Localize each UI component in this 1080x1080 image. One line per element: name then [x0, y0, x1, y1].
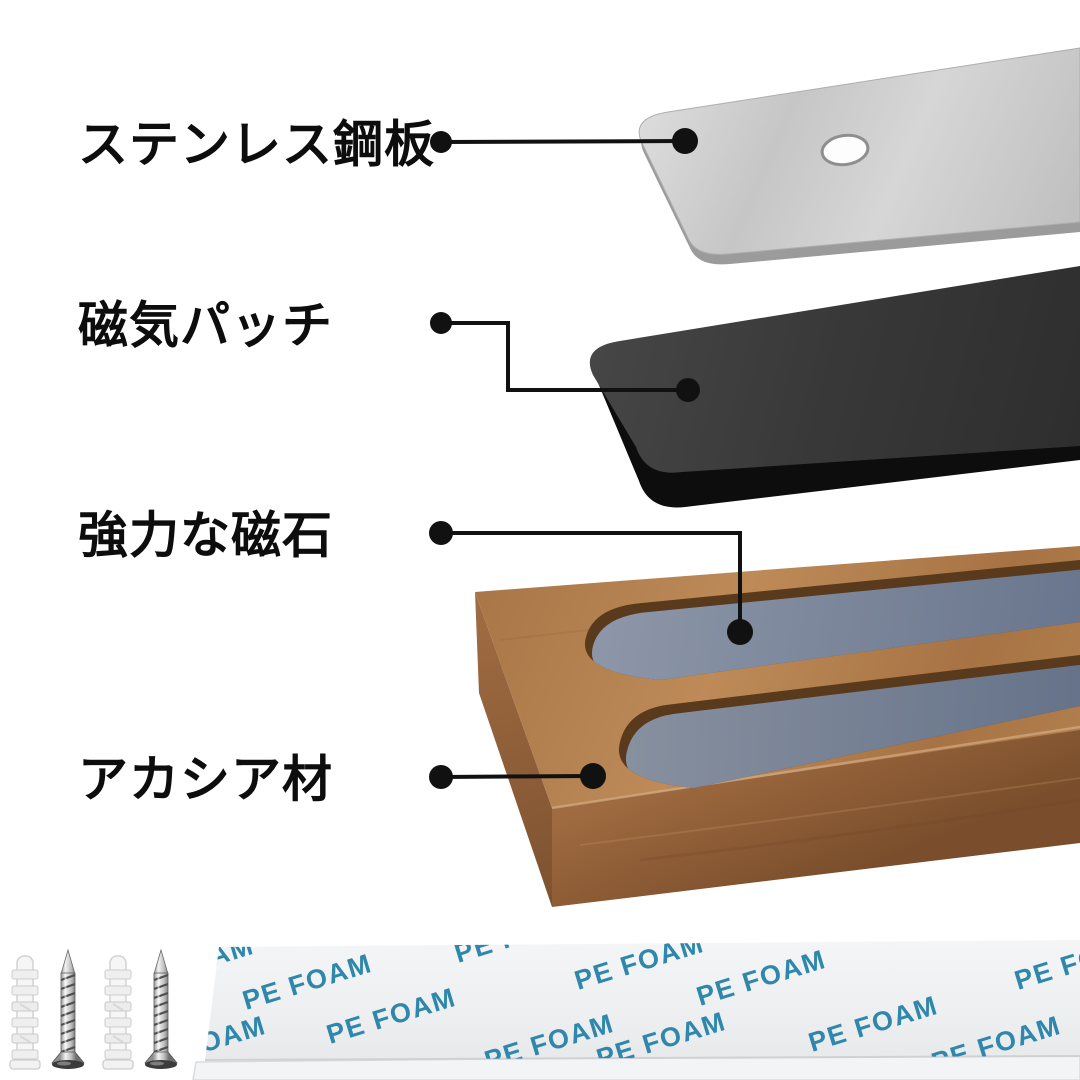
- callout-leaders: [429, 128, 753, 789]
- wood-front-face: [552, 727, 1080, 907]
- leader-magnet: [429, 521, 753, 645]
- wood-grain-line: [639, 798, 1080, 862]
- mounting-hardware: [9, 948, 179, 1071]
- leader-wood: [429, 763, 606, 789]
- label-strong-magnet: 強力な磁石: [78, 507, 333, 564]
- wall-anchor-icon: [102, 955, 134, 1070]
- wood-block: [475, 546, 1080, 907]
- magnet-slot-front: [618, 655, 1080, 788]
- label-stainless-steel-plate: ステンレス鋼板: [78, 116, 435, 173]
- label-magnetic-patch: 磁気パッチ: [78, 297, 333, 354]
- screw-hole: [820, 133, 870, 167]
- screw-icon: [50, 948, 86, 1071]
- label-acacia-wood: アカシア材: [78, 751, 333, 808]
- screw-icon: [143, 948, 179, 1071]
- leader-stainless: [430, 128, 698, 154]
- magnet-bar: [591, 569, 1080, 680]
- wall-anchor-icon: [9, 955, 41, 1070]
- wood-crease-highlight: [551, 725, 1080, 810]
- leader-patch: [430, 312, 700, 402]
- foam-strip-upper: [205, 940, 1080, 1060]
- wood-left-face: [475, 592, 552, 907]
- stainless-plate: [638, 47, 1080, 265]
- magnetic-patch: [589, 266, 1080, 508]
- magnet-slot-rear: [584, 560, 1080, 680]
- foam-strip-shadow-edge: [204, 1055, 1080, 1061]
- wood-grain-line: [579, 777, 1080, 846]
- magnet-bar: [625, 664, 1080, 788]
- magnetic-patch-top: [589, 266, 1080, 473]
